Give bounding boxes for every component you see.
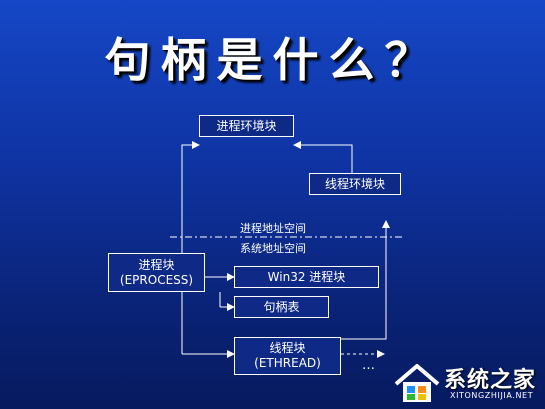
process-address-space-label: 进程地址空间: [240, 222, 306, 235]
eprocess-sublabel: (EPROCESS): [119, 272, 194, 287]
arrow-teb-to-peb: [293, 141, 353, 173]
handle-table-label: 句柄表: [263, 299, 300, 314]
ethread-label: 线程块: [269, 341, 306, 355]
ellipsis-label: …: [362, 358, 375, 373]
ethread-sublabel: (ETHREAD): [254, 356, 321, 370]
arrow-eprocess-to-peb: [181, 141, 200, 253]
peb-label: 进程环境块: [216, 118, 277, 133]
teb-box: 线程环境块: [309, 173, 401, 195]
arrow-ethread-to-teb: [341, 220, 390, 340]
slide-title: 句柄是什么？: [104, 33, 441, 87]
watermark: 系统之家 XITONGZHIJIA.NET: [388, 358, 545, 409]
ethread-box: 线程块 (ETHREAD): [234, 337, 341, 375]
win32-process-box: Win32 进程块: [234, 266, 379, 288]
watermark-url: XITONGZHIJIA.NET: [450, 391, 534, 400]
system-address-space-label: 系统地址空间: [240, 242, 306, 255]
peb-box: 进程环境块: [199, 115, 294, 137]
eprocess-label: 进程块: [138, 257, 175, 272]
eprocess-box: 进程块 (EPROCESS): [108, 253, 205, 292]
win32-process-label: Win32 进程块: [267, 269, 346, 284]
handle-table-box: 句柄表: [234, 296, 329, 318]
teb-label: 线程环境块: [324, 176, 385, 191]
house-icon: [394, 364, 440, 402]
watermark-brand: 系统之家: [444, 368, 537, 393]
